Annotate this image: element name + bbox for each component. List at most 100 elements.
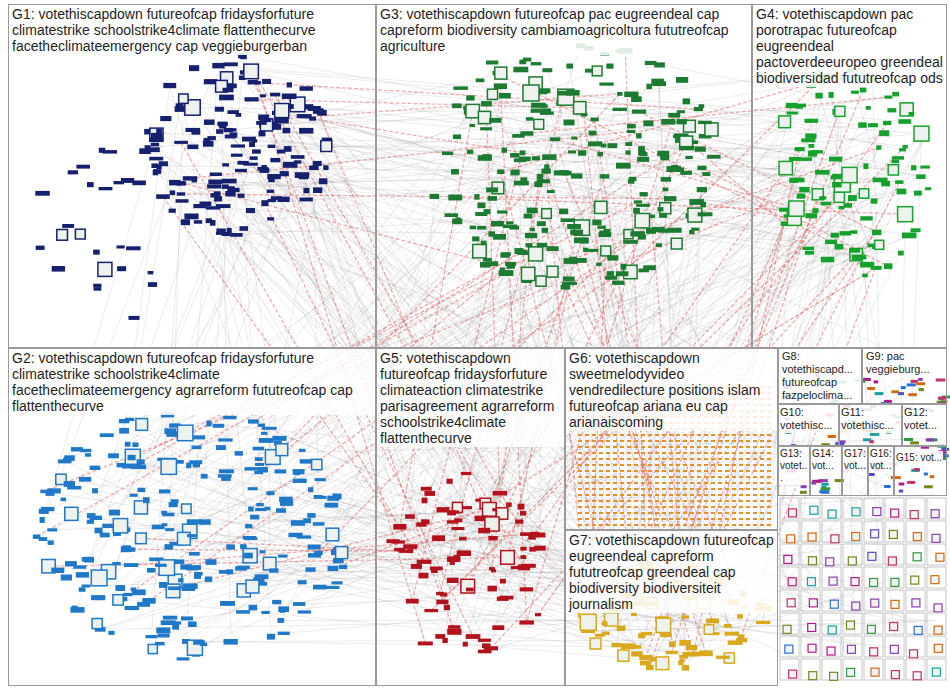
vertex-label (634, 494, 638, 496)
vertex-label (155, 564, 167, 567)
vertex-label (706, 618, 719, 623)
vertex-label (472, 236, 479, 241)
vertex-label (466, 588, 474, 592)
vertex-label (599, 464, 603, 466)
vertex-label (631, 96, 642, 102)
vertex-label (588, 141, 602, 146)
vertex-label (892, 92, 899, 97)
network-edge (465, 644, 681, 663)
vertex-label (215, 107, 224, 112)
vertex-label (187, 534, 197, 537)
vertex-label (478, 650, 492, 654)
vertex-label (599, 512, 603, 514)
vertex-label (393, 524, 406, 530)
network-edge (400, 111, 473, 527)
vertex-label (599, 518, 603, 520)
vertex-label (662, 524, 666, 526)
network-edge (128, 242, 631, 595)
vertex-label (531, 62, 542, 65)
vertex-label (613, 458, 617, 460)
vertex-label (606, 524, 610, 526)
vertex-label (611, 643, 621, 647)
vertex-label (206, 559, 217, 565)
vertex-label (63, 458, 71, 463)
vertex-label (189, 65, 199, 71)
vertex-label (109, 510, 120, 516)
vertex-label (33, 535, 41, 539)
network-edge (607, 84, 675, 230)
vertex-label (313, 161, 322, 166)
vertex-label (698, 212, 713, 216)
vertex-image (113, 595, 123, 605)
vertex-label (520, 587, 534, 591)
vertex-label (578, 488, 582, 490)
vertex-label (566, 90, 579, 96)
vertex-label (668, 228, 682, 233)
vertex-label (201, 474, 208, 479)
vertex-label (219, 570, 233, 574)
vertex-label (655, 518, 659, 520)
vertex-label (108, 453, 119, 458)
vertex-label (280, 171, 289, 176)
network-edge (61, 479, 176, 543)
vertex-label (633, 208, 640, 213)
vertex-label (156, 194, 170, 199)
vertex-label (226, 544, 235, 549)
vertex-label (159, 489, 170, 493)
vertex-image (336, 547, 348, 559)
vertex-image (312, 459, 322, 469)
vertex-label (405, 514, 415, 519)
vertex-label (648, 500, 652, 502)
vertex-label (592, 458, 596, 460)
vertex-label (630, 231, 645, 236)
vertex-label (578, 494, 582, 496)
vertex-label (218, 474, 232, 478)
vertex-image (244, 64, 259, 79)
vertex-label (93, 250, 100, 255)
vertex-image (136, 533, 147, 544)
vertex-label (451, 527, 464, 530)
vertex-label (293, 469, 305, 474)
vertex-label (655, 476, 659, 478)
vertex-label (578, 446, 582, 448)
vertex-label (394, 548, 405, 551)
vertex-label (606, 518, 610, 520)
vertex-label (467, 150, 473, 154)
network-edge (264, 167, 573, 259)
vertex-image (91, 570, 107, 586)
vertex-label (666, 651, 678, 654)
vertex-label (417, 560, 432, 564)
vertex-label (238, 194, 245, 198)
vertex-label (497, 597, 509, 601)
vertex-label (222, 179, 237, 184)
vertex-label (547, 246, 559, 251)
vertex-label (831, 233, 840, 238)
vertex-label (156, 165, 161, 170)
vertex-label (637, 157, 649, 162)
vertex-label (585, 476, 589, 478)
vertex-label (687, 652, 699, 657)
vertex-label (640, 661, 651, 666)
network-edge (193, 101, 410, 516)
vertex-label (216, 204, 231, 208)
vertex-label (821, 257, 834, 263)
vertex-label (724, 624, 732, 628)
vertex-label (879, 130, 889, 136)
vertex-label (848, 195, 857, 201)
vertex-image (148, 645, 157, 654)
vertex-label (124, 563, 138, 567)
vertex-label (475, 212, 487, 216)
vertex-label (620, 500, 624, 502)
vertex-label (887, 108, 896, 112)
vertex-label (156, 627, 170, 633)
vertex-label (509, 226, 519, 230)
vertex-label (177, 181, 187, 185)
vertex-label (660, 156, 669, 161)
vertex-label (207, 136, 216, 140)
network-edge (204, 72, 242, 476)
vertex-label (802, 247, 814, 250)
vertex-label (655, 464, 659, 466)
vertex-label (689, 230, 694, 235)
vertex-label (272, 600, 281, 604)
vertex-label (488, 536, 497, 541)
